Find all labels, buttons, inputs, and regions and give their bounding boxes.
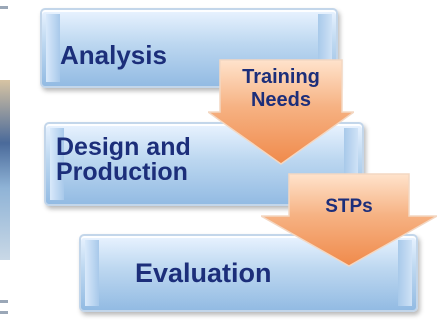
- stage-bevel: [50, 128, 64, 200]
- stage-box-analysis: Analysis: [40, 8, 338, 88]
- background-text-fragment: [0, 6, 8, 9]
- stage-bevel: [46, 14, 60, 82]
- flow-arrow-training-needs: Training Needs: [205, 58, 357, 166]
- background-photo-strip: [0, 80, 10, 260]
- flow-arrow-stps: STPs: [258, 172, 440, 268]
- stage-label-evaluation: Evaluation: [135, 258, 272, 288]
- background-text-fragment: [0, 311, 8, 314]
- stage-bevel: [398, 240, 412, 306]
- down-arrow-icon: [205, 59, 357, 165]
- stage-bevel: [85, 240, 99, 306]
- arrow-label-training-needs: Training Needs: [242, 66, 320, 111]
- arrow-label-stps: STPs: [325, 196, 373, 217]
- stage-label-design-production: Design and Production: [56, 133, 191, 186]
- background-text-fragment: [0, 300, 8, 303]
- stage-label-analysis: Analysis: [60, 40, 167, 70]
- down-arrow-icon: [258, 173, 440, 267]
